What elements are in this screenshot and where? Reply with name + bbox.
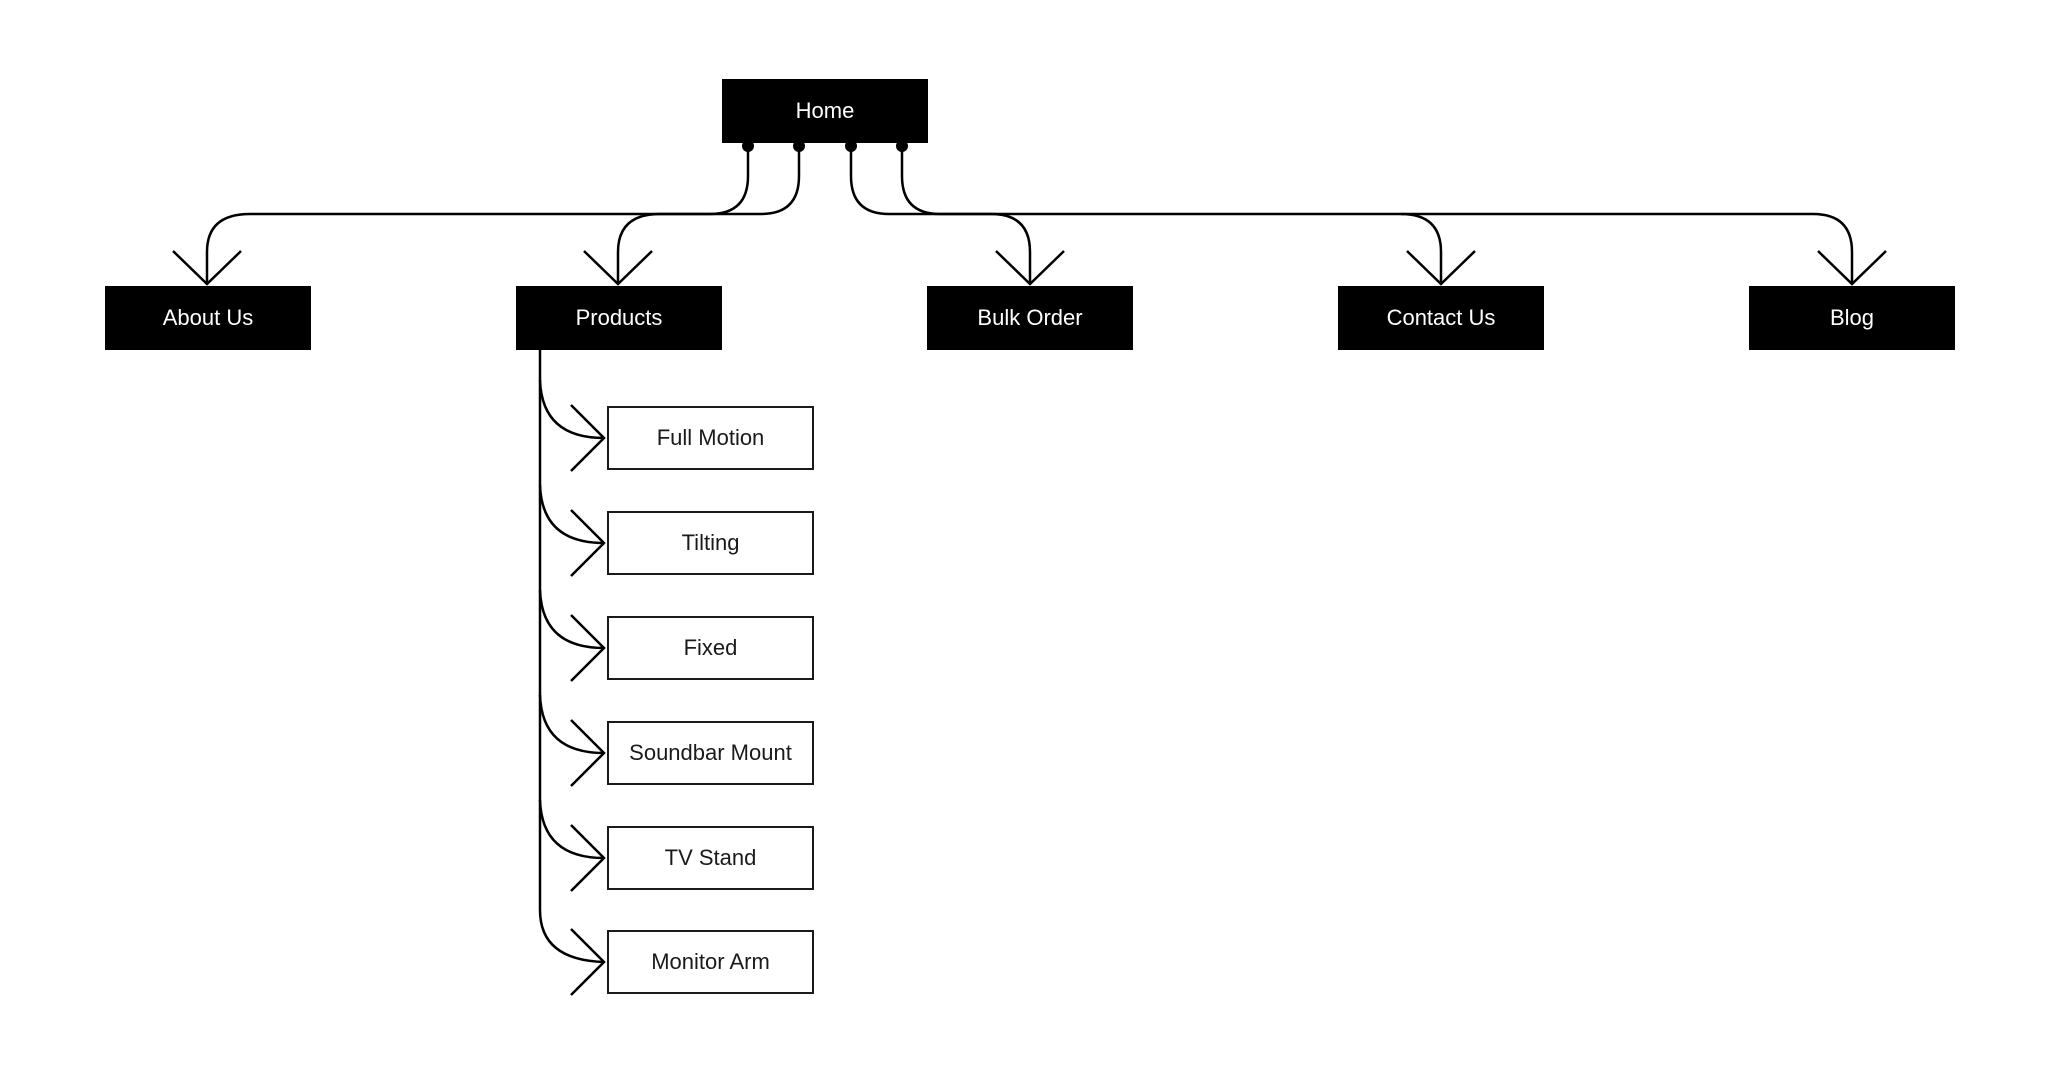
arrowhead-tv-stand <box>570 824 606 892</box>
node-products-label: Products <box>575 305 663 330</box>
products-spine <box>538 350 605 964</box>
node-tv-stand[interactable]: TV Stand <box>607 826 814 890</box>
arrowhead-monitor-arm <box>570 928 606 996</box>
node-full-motion-label: Full Motion <box>656 425 765 450</box>
node-home-label: Home <box>795 98 855 123</box>
connector-home-blog <box>1401 212 1854 284</box>
node-blog[interactable]: Blog <box>1749 286 1955 350</box>
node-blog-label: Blog <box>1829 305 1875 330</box>
node-contact-us[interactable]: Contact Us <box>1338 286 1544 350</box>
arrowhead-soundbar-mount <box>570 719 606 787</box>
node-about-us-label: About Us <box>162 305 254 330</box>
node-about-us[interactable]: About Us <box>105 286 311 350</box>
arrowhead-bulk-order <box>995 250 1065 286</box>
branch-full-motion <box>538 379 605 440</box>
arrowhead-tilting <box>570 509 606 577</box>
arrowhead-contact <box>1406 250 1476 286</box>
connector-home-contact <box>900 146 1443 284</box>
node-full-motion[interactable]: Full Motion <box>607 406 814 470</box>
arrowhead-fixed <box>570 614 606 682</box>
node-soundbar-mount-label: Soundbar Mount <box>629 740 792 765</box>
node-contact-us-label: Contact Us <box>1386 305 1496 330</box>
arrowhead-about <box>172 250 242 286</box>
node-bulk-order[interactable]: Bulk Order <box>927 286 1133 350</box>
node-fixed[interactable]: Fixed <box>607 616 814 680</box>
branch-tilting <box>538 484 605 545</box>
arrowhead-products <box>583 250 653 286</box>
node-monitor-arm[interactable]: Monitor Arm <box>607 930 814 994</box>
branch-soundbar-mount <box>538 694 605 755</box>
node-tv-stand-label: TV Stand <box>664 845 757 870</box>
arrowhead-blog <box>1817 250 1887 286</box>
connector-home-products <box>616 146 801 284</box>
node-products[interactable]: Products <box>516 286 722 350</box>
node-tilting[interactable]: Tilting <box>607 511 814 575</box>
node-home[interactable]: Home <box>722 79 928 143</box>
node-fixed-label: Fixed <box>683 635 738 660</box>
node-monitor-arm-label: Monitor Arm <box>651 949 770 974</box>
node-soundbar-mount[interactable]: Soundbar Mount <box>607 721 814 785</box>
arrowhead-full-motion <box>570 404 606 472</box>
node-tilting-label: Tilting <box>681 530 740 555</box>
branch-fixed <box>538 589 605 650</box>
branch-tv-stand <box>538 799 605 860</box>
node-bulk-order-label: Bulk Order <box>977 305 1083 330</box>
connector-home-about <box>205 146 750 284</box>
